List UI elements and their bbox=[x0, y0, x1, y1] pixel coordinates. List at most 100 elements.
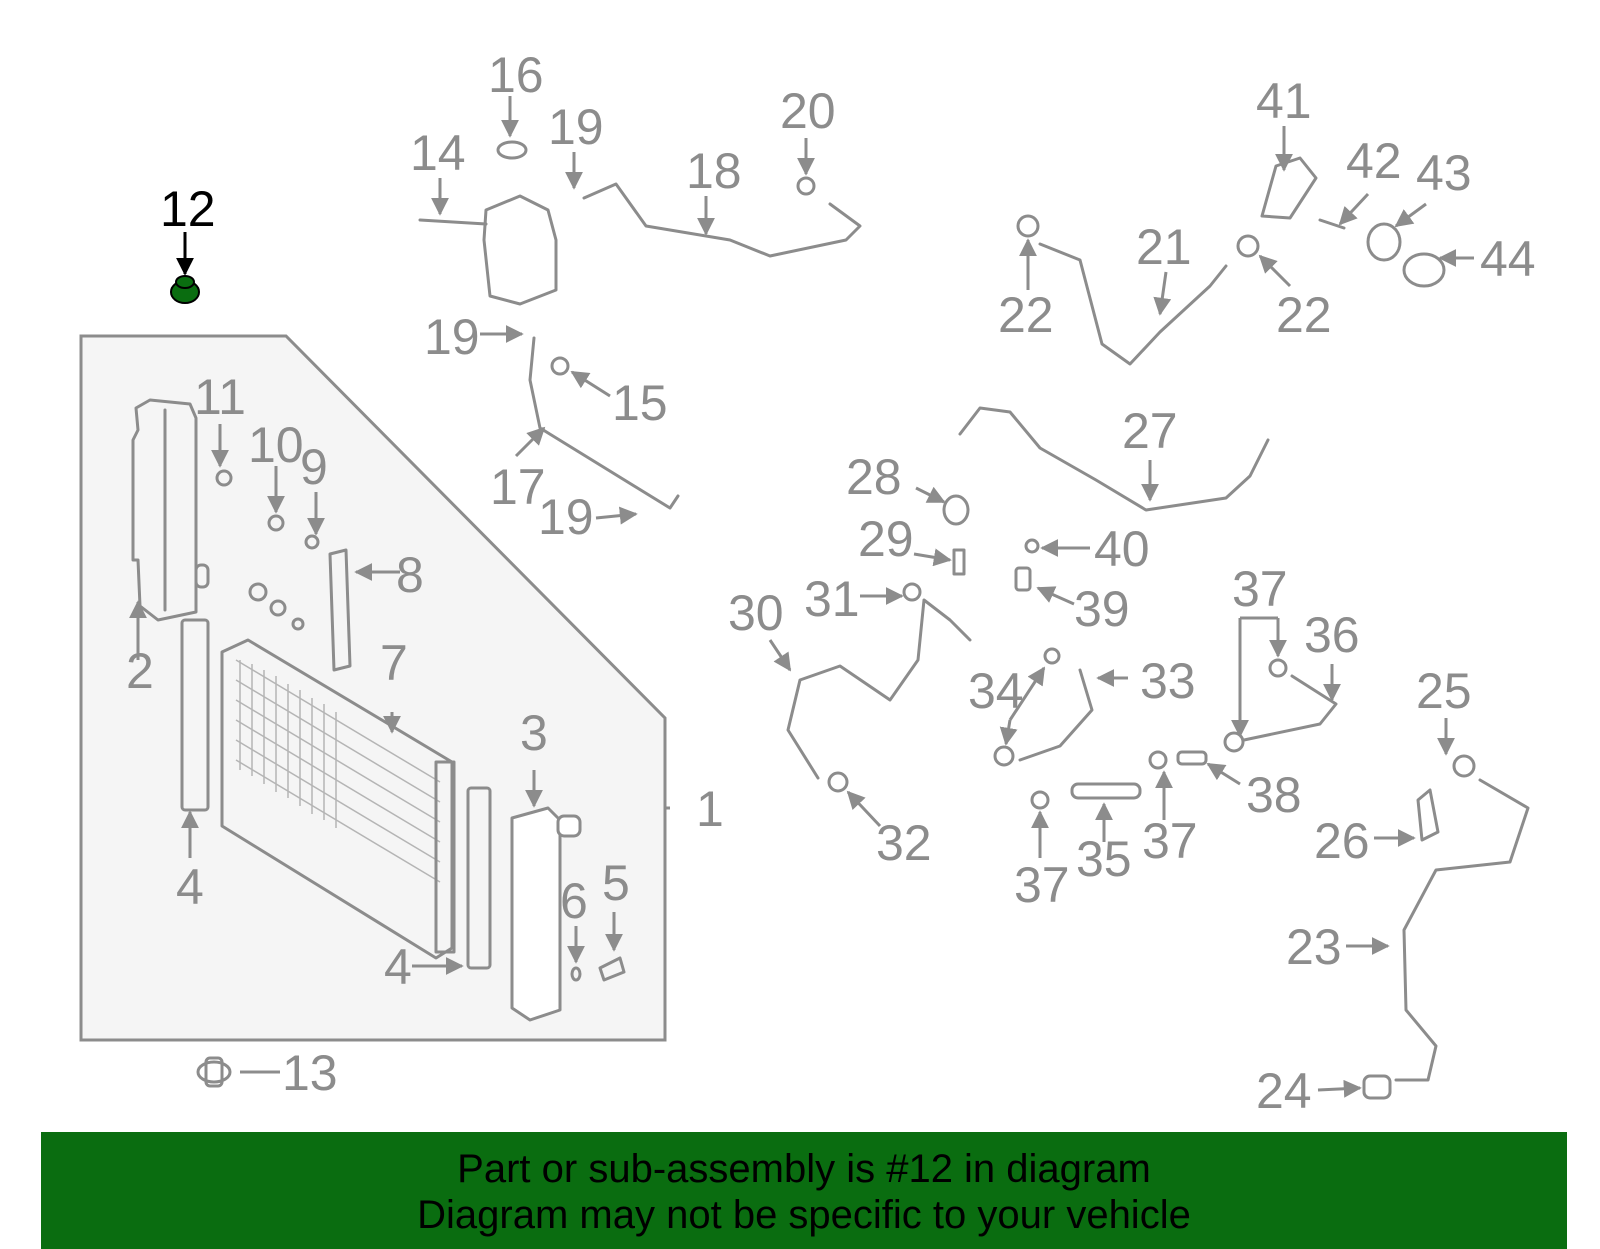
callout-26: 26 bbox=[1314, 813, 1370, 869]
part-23-hose bbox=[1394, 778, 1530, 1082]
mount-washers bbox=[248, 582, 305, 631]
leader-lines bbox=[129, 96, 1474, 1098]
callout-40: 40 bbox=[1094, 521, 1150, 577]
callout-27: 27 bbox=[1122, 403, 1178, 459]
callout-22-left: 22 bbox=[998, 287, 1054, 343]
callout-4-left: 4 bbox=[176, 859, 204, 915]
callout-28: 28 bbox=[846, 449, 902, 505]
callout-10: 10 bbox=[248, 417, 304, 473]
callout-8: 8 bbox=[396, 547, 424, 603]
part-32-clamp bbox=[827, 771, 849, 793]
part-26-clip bbox=[1416, 788, 1440, 842]
callout-11: 11 bbox=[194, 369, 246, 425]
part-4-left-gasket bbox=[180, 618, 210, 812]
part-25-clamp bbox=[1452, 754, 1476, 778]
callout-37-left: 37 bbox=[1014, 857, 1070, 913]
callout-19-bottom: 19 bbox=[538, 489, 594, 545]
part-44-thermostat bbox=[1402, 252, 1446, 288]
callout-19-top: 19 bbox=[548, 99, 604, 155]
part-18-tube bbox=[582, 182, 862, 258]
callout-4-right: 4 bbox=[384, 939, 412, 995]
part-4-right-gasket bbox=[466, 786, 492, 970]
part-28-gasket bbox=[942, 494, 970, 526]
callout-3: 3 bbox=[520, 705, 548, 761]
callout-1: 1 bbox=[696, 781, 724, 837]
callout-32: 32 bbox=[876, 815, 932, 871]
callout-14: 14 bbox=[410, 125, 466, 181]
part-15-clamp bbox=[550, 356, 570, 376]
callout-16: 16 bbox=[488, 47, 544, 103]
part-37-clamp-d bbox=[1030, 790, 1050, 810]
callout-41: 41 bbox=[1256, 73, 1312, 129]
part-8-hose bbox=[328, 548, 352, 672]
part-41-water-outlet bbox=[1260, 156, 1318, 220]
callout-17: 17 bbox=[490, 459, 546, 515]
part-27-pipe bbox=[958, 406, 1270, 512]
callout-42: 42 bbox=[1346, 133, 1402, 189]
callout-12: 12 bbox=[160, 181, 216, 237]
part-33-hose bbox=[1018, 668, 1094, 762]
part-37-clamp-a bbox=[1268, 658, 1288, 678]
part-38-union bbox=[1176, 750, 1208, 766]
callout-13: 13 bbox=[282, 1045, 338, 1101]
part-34-clamp-a bbox=[1043, 647, 1061, 665]
callout-5: 5 bbox=[602, 855, 630, 911]
callout-23: 23 bbox=[1286, 919, 1342, 975]
callout-30: 30 bbox=[728, 585, 784, 641]
callout-31: 31 bbox=[804, 571, 860, 627]
part-2-left-tank bbox=[131, 398, 210, 622]
part-6-o-ring bbox=[570, 966, 582, 982]
part-30-hose bbox=[786, 598, 972, 780]
info-banner: Part or sub-assembly is #12 in diagram D… bbox=[41, 1132, 1567, 1249]
part-20-clamp bbox=[796, 176, 816, 196]
part-14-reservoir bbox=[418, 140, 558, 306]
part-7-radiator-core bbox=[220, 638, 456, 960]
callout-9: 9 bbox=[300, 439, 328, 495]
part-22-clamp-right bbox=[1236, 234, 1260, 258]
part-9-clip bbox=[304, 534, 320, 550]
callout-38: 38 bbox=[1246, 767, 1302, 823]
part-13-cushion bbox=[196, 1056, 232, 1088]
callout-37-top: 37 bbox=[1232, 561, 1288, 617]
callout-44: 44 bbox=[1480, 231, 1536, 287]
part-3-right-tank bbox=[510, 806, 582, 1022]
part-29-pipe bbox=[952, 548, 966, 576]
callout-37-mid: 37 bbox=[1142, 813, 1198, 869]
callout-34: 34 bbox=[968, 663, 1024, 719]
callout-33: 33 bbox=[1140, 653, 1196, 709]
banner-line-disclaimer: Diagram may not be specific to your vehi… bbox=[417, 1193, 1191, 1237]
part-36-hose bbox=[1242, 674, 1338, 742]
part-35-hose bbox=[1070, 782, 1142, 800]
callout-35: 35 bbox=[1076, 831, 1132, 887]
part-40-clamp bbox=[1024, 538, 1040, 554]
part-34-clamp-b bbox=[993, 745, 1015, 767]
part-5-drain-cock bbox=[598, 956, 626, 982]
part-39-pipe bbox=[1014, 566, 1032, 592]
callout-22-right: 22 bbox=[1276, 287, 1332, 343]
callout-21: 21 bbox=[1136, 219, 1192, 275]
callout-2: 2 bbox=[126, 643, 154, 699]
part-37-clamp-c bbox=[1148, 750, 1168, 770]
callout-6: 6 bbox=[560, 873, 588, 929]
callout-39: 39 bbox=[1074, 581, 1130, 637]
callout-36: 36 bbox=[1304, 607, 1360, 663]
part-22-clamp-left bbox=[1016, 214, 1040, 238]
callout-20: 20 bbox=[780, 83, 836, 139]
part-42-gasket bbox=[1318, 218, 1346, 230]
callout-18: 18 bbox=[686, 143, 742, 199]
callout-15: 15 bbox=[612, 375, 668, 431]
callout-19-mid: 19 bbox=[424, 309, 480, 365]
part-12-highlighted bbox=[170, 275, 200, 304]
part-11-cushion bbox=[215, 469, 233, 487]
part-24-clamp bbox=[1362, 1074, 1392, 1100]
callout-29: 29 bbox=[858, 511, 914, 567]
callout-24: 24 bbox=[1256, 1063, 1312, 1119]
part-21-hose bbox=[1038, 242, 1228, 366]
part-43-gasket bbox=[1366, 222, 1402, 262]
callout-43: 43 bbox=[1416, 145, 1472, 201]
part-31-clamp bbox=[902, 582, 922, 602]
banner-line-part-number: Part or sub-assembly is #12 in diagram bbox=[457, 1147, 1151, 1191]
part-10-washer bbox=[267, 514, 285, 532]
callout-7: 7 bbox=[380, 635, 408, 691]
